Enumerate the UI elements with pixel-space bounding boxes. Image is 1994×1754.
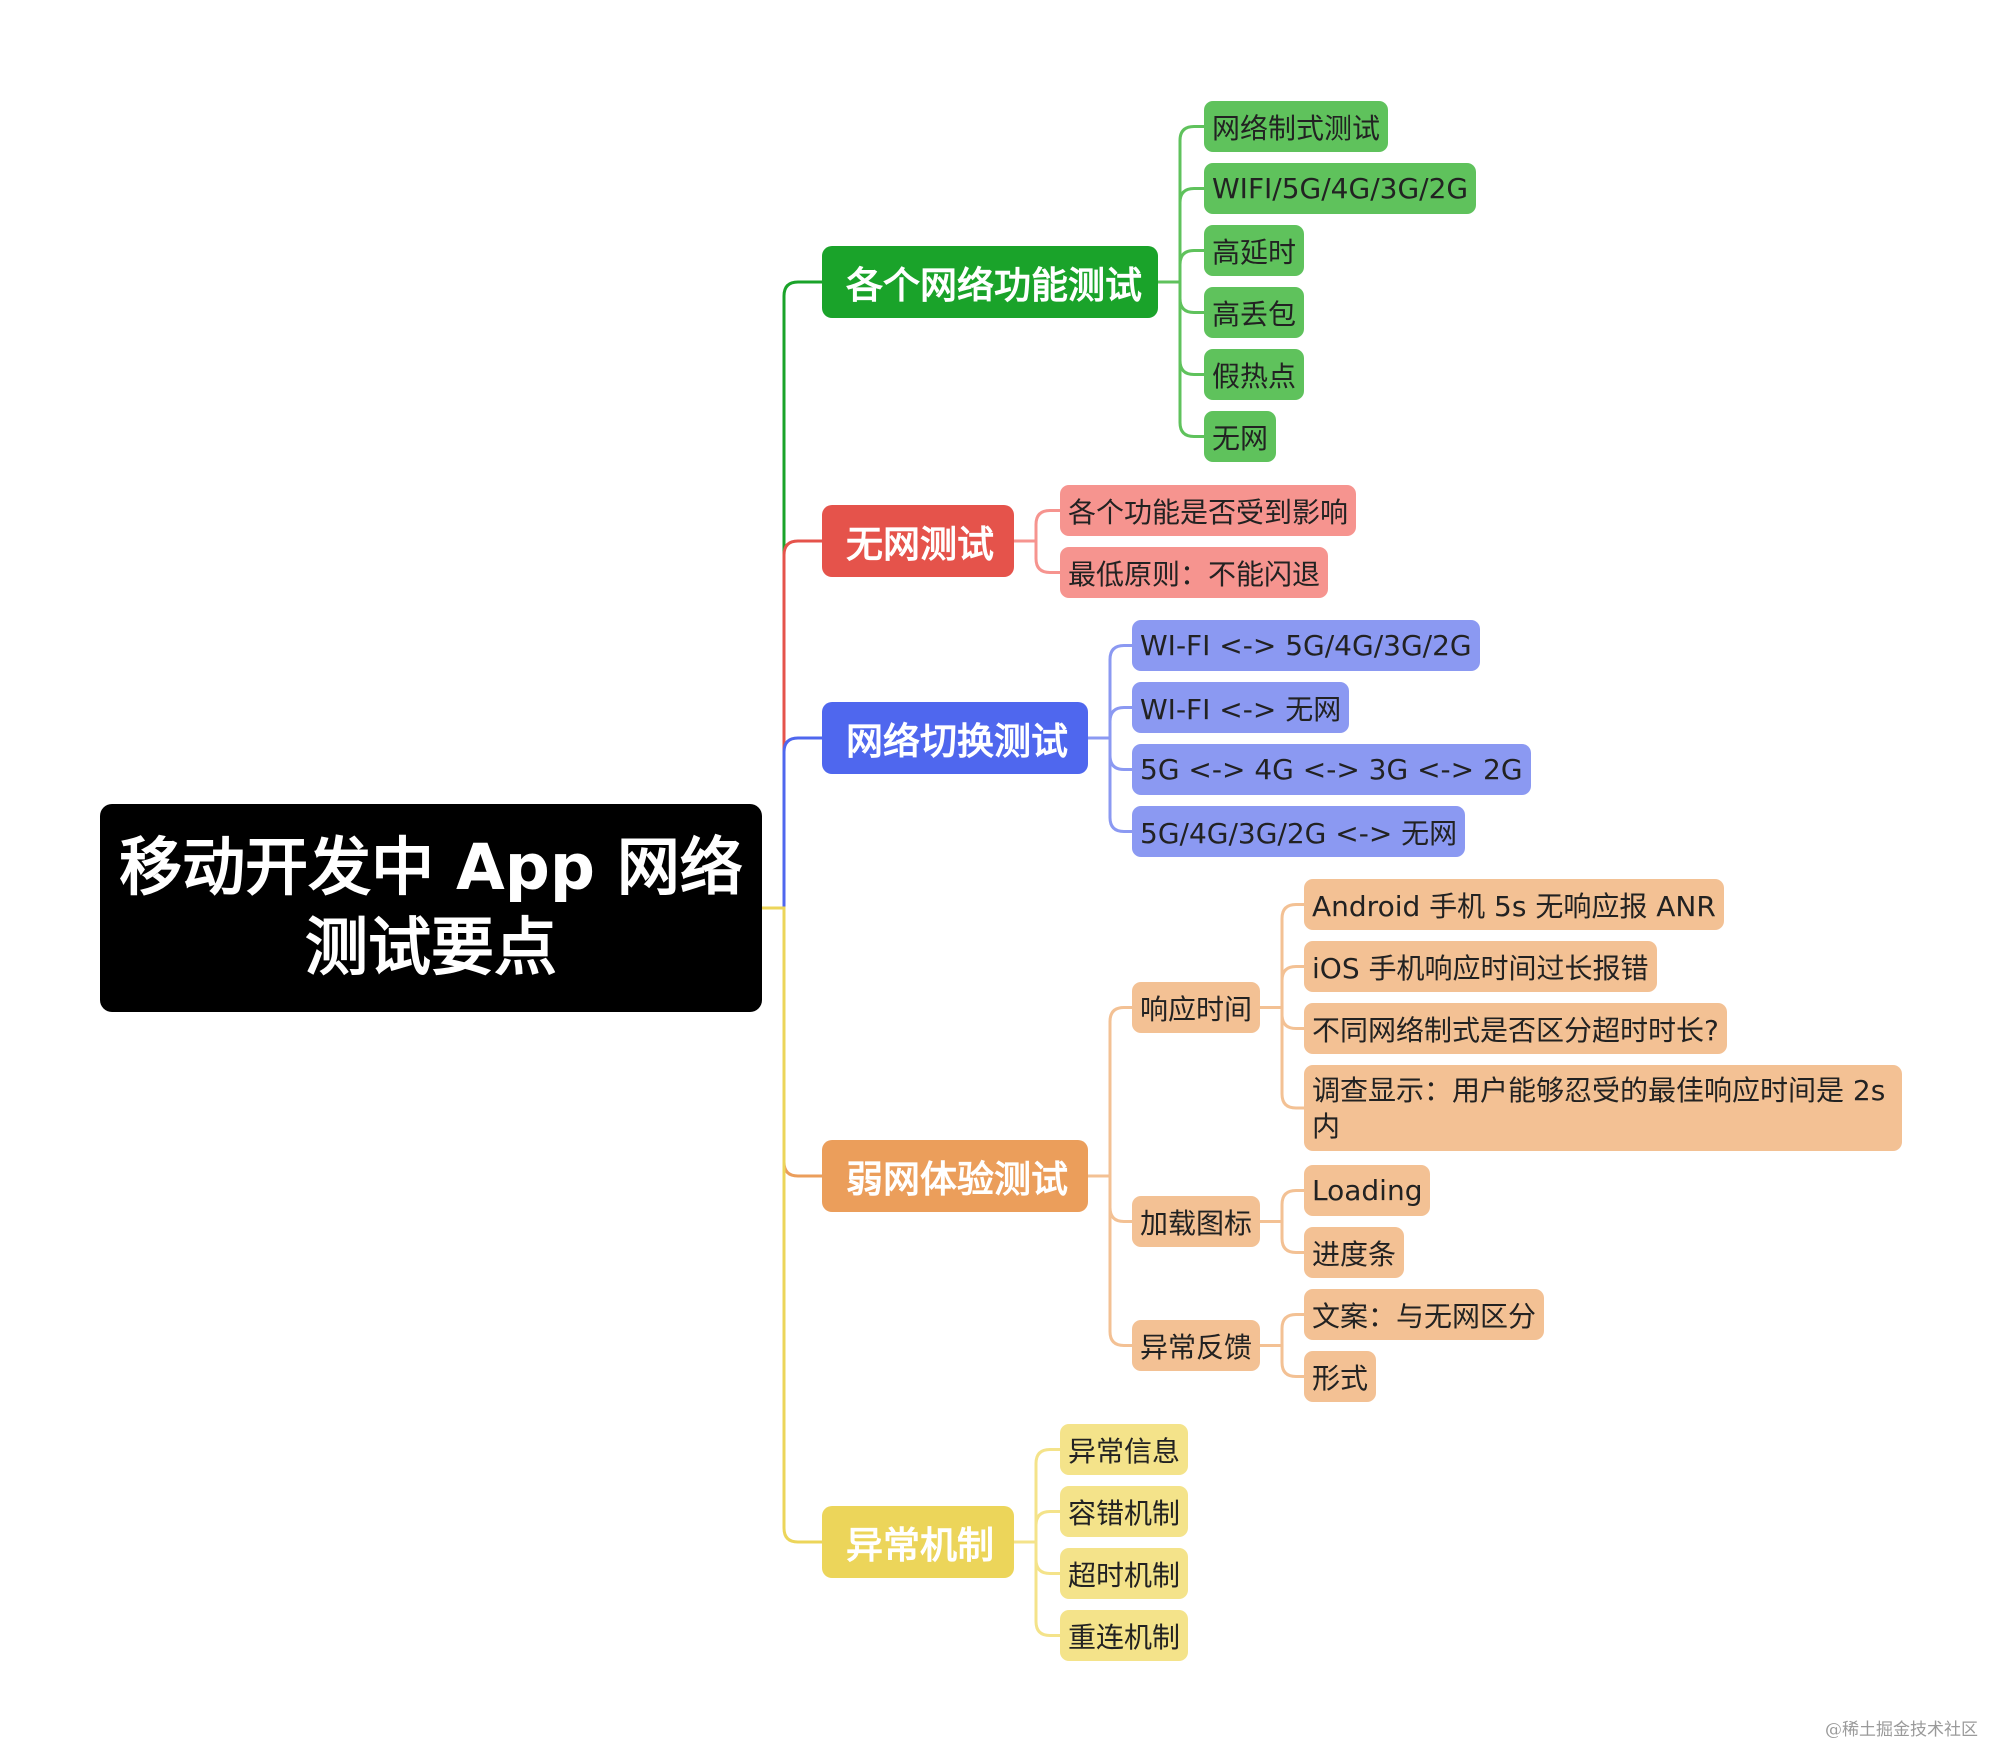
- connector-line: [1088, 644, 1132, 740]
- leaf-loading[interactable]: Loading: [1304, 1165, 1431, 1216]
- subtopic-reconnect-mechanism[interactable]: 重连机制: [1060, 1610, 1189, 1661]
- connector-line: [762, 539, 822, 910]
- leaf-ios-timeout[interactable]: iOS 手机响应时间过长报错: [1304, 941, 1657, 992]
- root-topic[interactable]: 移动开发中 App 网络 测试要点: [100, 804, 762, 1012]
- connector-line: [1088, 1006, 1132, 1178]
- root-title-line-2: 测试要点: [304, 911, 557, 984]
- connector-line: [762, 906, 822, 1544]
- connector-line: [1260, 903, 1304, 1009]
- topic-weak-network-test[interactable]: 弱网体验测试: [822, 1140, 1088, 1212]
- connector-line: [1014, 1448, 1060, 1544]
- subtopic-high-latency[interactable]: 高延时: [1204, 225, 1305, 276]
- subtopic-timeout-mechanism[interactable]: 超时机制: [1060, 1548, 1189, 1599]
- subtopic-no-network[interactable]: 无网: [1204, 411, 1277, 462]
- connector-line: [1158, 125, 1204, 284]
- subtopic-cellular-no-network[interactable]: 5G/4G/3G/2G <-> 无网: [1132, 806, 1466, 857]
- topic-exception-mechanism[interactable]: 异常机制: [822, 1506, 1014, 1578]
- leaf-form[interactable]: 形式: [1304, 1351, 1377, 1402]
- connector-line: [1158, 249, 1204, 284]
- subtopic-network-types[interactable]: WIFI/5G/4G/3G/2G: [1204, 163, 1477, 214]
- connector-line: [1088, 706, 1132, 740]
- subtopic-loading-icon[interactable]: 加载图标: [1132, 1196, 1261, 1247]
- connector-line: [1158, 280, 1204, 438]
- leaf-survey-response-time[interactable]: 调查显示：用户能够忍受的最佳响应时间是 2s 内: [1304, 1065, 1902, 1151]
- subtopic-wifi-no-network[interactable]: WI-FI <-> 无网: [1132, 682, 1350, 733]
- leaf-timeout-by-network[interactable]: 不同网络制式是否区分超时时长?: [1304, 1003, 1727, 1054]
- connector-line: [1260, 1189, 1304, 1223]
- connector-line: [762, 736, 822, 910]
- leaf-android-anr[interactable]: Android 手机 5s 无响应报 ANR: [1304, 879, 1724, 930]
- topic-network-function-test[interactable]: 各个网络功能测试: [822, 246, 1158, 318]
- connector-line: [1260, 965, 1304, 1009]
- connector-line: [1014, 539, 1060, 574]
- subtopic-no-crash[interactable]: 最低原则：不能闪退: [1060, 547, 1329, 598]
- subtopic-feature-impact[interactable]: 各个功能是否受到影响: [1060, 485, 1357, 536]
- subtopic-fake-hotspot[interactable]: 假热点: [1204, 349, 1305, 400]
- subtopic-high-packet-loss[interactable]: 高丢包: [1204, 287, 1305, 338]
- connector-line: [1088, 736, 1132, 833]
- subtopic-wifi-cellular[interactable]: WI-FI <-> 5G/4G/3G/2G: [1132, 620, 1480, 671]
- leaf-progress-bar[interactable]: 进度条: [1304, 1227, 1405, 1278]
- connector-line: [1260, 1344, 1304, 1378]
- connector-line: [1014, 1510, 1060, 1544]
- connector-line: [1158, 187, 1204, 284]
- subtopic-exception-info[interactable]: 异常信息: [1060, 1424, 1189, 1475]
- connector-line: [1260, 1006, 1304, 1110]
- connector-line: [762, 280, 822, 910]
- subtopic-generation-switch[interactable]: 5G <-> 4G <-> 3G <-> 2G: [1132, 744, 1531, 795]
- subtopic-fault-tolerance[interactable]: 容错机制: [1060, 1486, 1189, 1537]
- topic-network-switch-test[interactable]: 网络切换测试: [822, 702, 1088, 774]
- watermark: @稀土掘金技术社区: [1825, 1720, 1978, 1740]
- root-title-line-1: 移动开发中 App 网络: [119, 831, 743, 904]
- topic-no-network-test[interactable]: 无网测试: [822, 505, 1014, 577]
- connector-line: [1260, 1313, 1304, 1347]
- connector-line: [1260, 1220, 1304, 1254]
- connector-line: [1088, 1174, 1132, 1347]
- subtopic-network-standard-test[interactable]: 网络制式测试: [1204, 101, 1389, 152]
- leaf-copywriting[interactable]: 文案：与无网区分: [1304, 1289, 1545, 1340]
- subtopic-response-time[interactable]: 响应时间: [1132, 982, 1261, 1033]
- connector-line: [1014, 509, 1060, 543]
- connector-line: [762, 906, 822, 1178]
- connector-line: [1014, 1540, 1060, 1637]
- subtopic-error-feedback[interactable]: 异常反馈: [1132, 1320, 1261, 1371]
